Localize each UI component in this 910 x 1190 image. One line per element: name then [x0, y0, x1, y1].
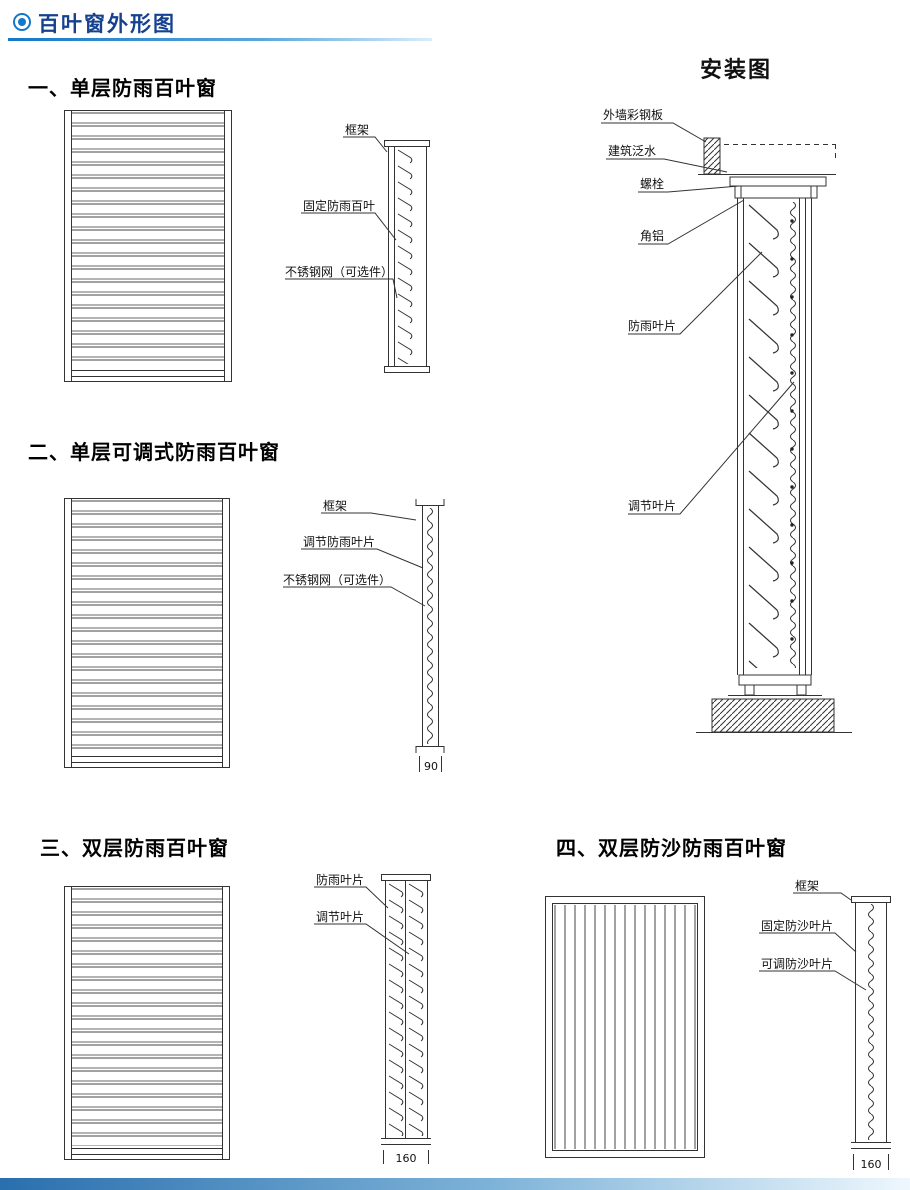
side-profile [851, 896, 891, 1149]
side-profile [415, 499, 445, 753]
section-2-heading: 二、单层可调式防雨百叶窗 [28, 440, 280, 464]
frame-label: 框架 [345, 123, 369, 137]
page-title: 百叶窗外形图 [38, 12, 176, 36]
leader-lines [285, 136, 398, 299]
wall-and-head-assembly [698, 137, 836, 199]
adjustable-sand-blade-label: 可调防沙叶片 [761, 956, 833, 971]
dimension-marks [853, 1154, 889, 1170]
side-profile [381, 874, 431, 1145]
flashing-label: 建筑泛水 [608, 143, 656, 158]
vertical-louver-slats [554, 905, 696, 1149]
adjust-blade-label: 调节叶片 [316, 910, 364, 924]
dimension-marks [383, 1150, 429, 1164]
adjustable-louver-label: 调节防雨叶片 [303, 534, 375, 549]
leader-lines [601, 122, 795, 515]
side-view-double-rainproof-louver: 160 防雨叶片 调节叶片 [314, 872, 431, 1165]
side-view-single-rainproof-louver: 框架 固定防雨百叶 不锈钢网（可选件） [285, 123, 430, 373]
front-view-double-sandproof-louver [545, 896, 705, 1158]
bottom-gradient-bar [0, 1178, 910, 1190]
fixed-sand-blade-label: 固定防沙叶片 [761, 918, 833, 933]
leader-lines [314, 886, 410, 955]
adjustable-blade-axis [787, 202, 797, 668]
frame-label: 框架 [795, 879, 819, 893]
fixed-louver-label: 固定防雨百叶 [303, 198, 375, 213]
front-view-single-rainproof-louver [64, 110, 232, 382]
adjust-blade-label: 调节叶片 [628, 499, 676, 513]
section-4-heading: 四、双层防沙防雨百叶窗 [556, 836, 787, 860]
rain-blades [745, 202, 785, 668]
installation-diagram: 外墙彩钢板 建筑泛水 螺栓 角铝 防雨叶片 调节叶片 [601, 108, 852, 733]
leader-lines [759, 892, 867, 991]
section-1-heading: 一、单层防雨百叶窗 [28, 76, 217, 100]
horizontal-louver-slats [72, 112, 224, 368]
leader-lines [283, 512, 426, 607]
section-3-heading: 三、双层防雨百叶窗 [40, 836, 229, 860]
rain-blade-label: 防雨叶片 [628, 318, 676, 333]
angle-aluminum-label: 角铝 [640, 228, 664, 243]
base-assembly [696, 674, 852, 733]
frame-label: 框架 [323, 499, 347, 513]
front-view-double-rainproof-louver [64, 886, 230, 1160]
depth-dimension: 90 [424, 760, 438, 773]
bullseye-icon [13, 13, 31, 31]
depth-dimension: 160 [396, 1152, 417, 1165]
front-view-adjustable-rainproof-louver [64, 498, 230, 768]
installation-heading: 安装图 [700, 58, 773, 83]
side-profile [384, 140, 430, 373]
rain-blade-label: 防雨叶片 [316, 872, 364, 887]
horizontal-louver-slats [72, 500, 222, 754]
wall-panel-label: 外墙彩钢板 [603, 108, 663, 122]
depth-dimension: 160 [861, 1158, 882, 1171]
title-underline [8, 38, 432, 41]
horizontal-louver-slats [72, 888, 222, 1146]
bolt-label: 螺栓 [640, 176, 664, 191]
side-view-adjustable-rainproof-louver: 90 框架 调节防雨叶片 不锈钢网（可选件） [283, 499, 445, 773]
mesh-label: 不锈钢网（可选件） [283, 573, 391, 587]
dimension-marks [419, 756, 442, 772]
louver-body [737, 198, 812, 675]
side-view-double-sandproof-louver: 160 框架 固定防沙叶片 可调防沙叶片 [759, 879, 891, 1171]
mesh-label: 不锈钢网（可选件） [285, 265, 393, 279]
